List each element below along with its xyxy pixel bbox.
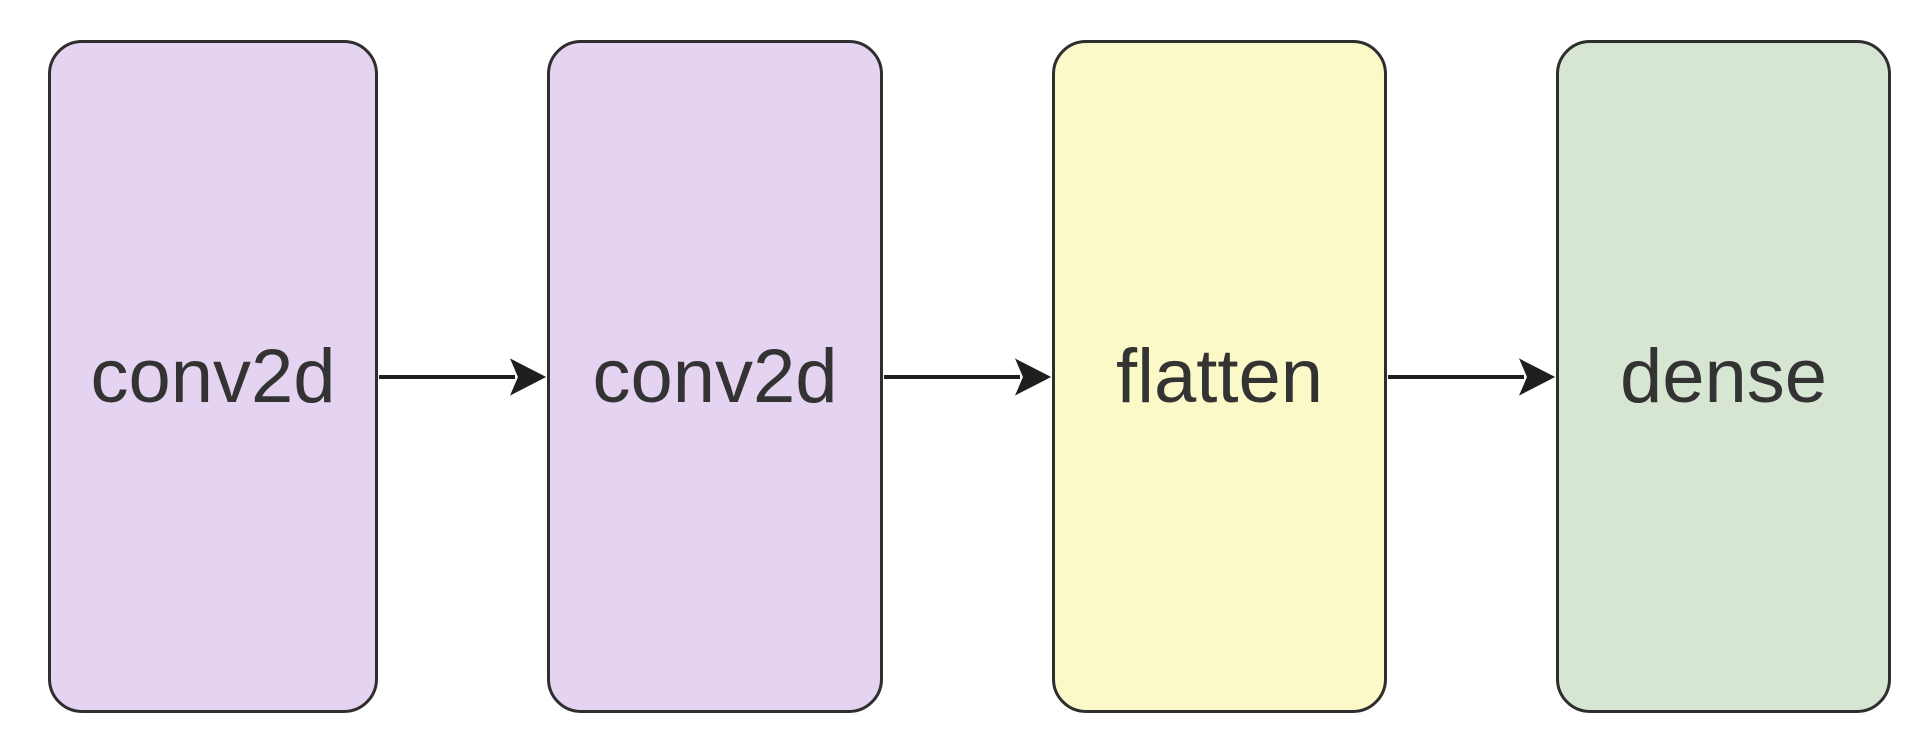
- edge-arrow-flatten-to-dense: [1388, 358, 1556, 396]
- node-flatten-label: flatten: [1115, 333, 1324, 419]
- node-dense: dense: [1556, 40, 1891, 713]
- edge-arrow-conv2d1-to-conv2d2: [379, 358, 547, 396]
- node-conv2d-1: conv2d: [48, 40, 378, 713]
- node-conv2d-2: conv2d: [547, 40, 883, 713]
- node-conv2d-2-label: conv2d: [592, 333, 838, 419]
- node-flatten: flatten: [1052, 40, 1387, 713]
- node-conv2d-1-label: conv2d: [90, 333, 336, 419]
- node-dense-label: dense: [1619, 333, 1828, 419]
- edge-arrow-conv2d2-to-flatten: [884, 358, 1052, 396]
